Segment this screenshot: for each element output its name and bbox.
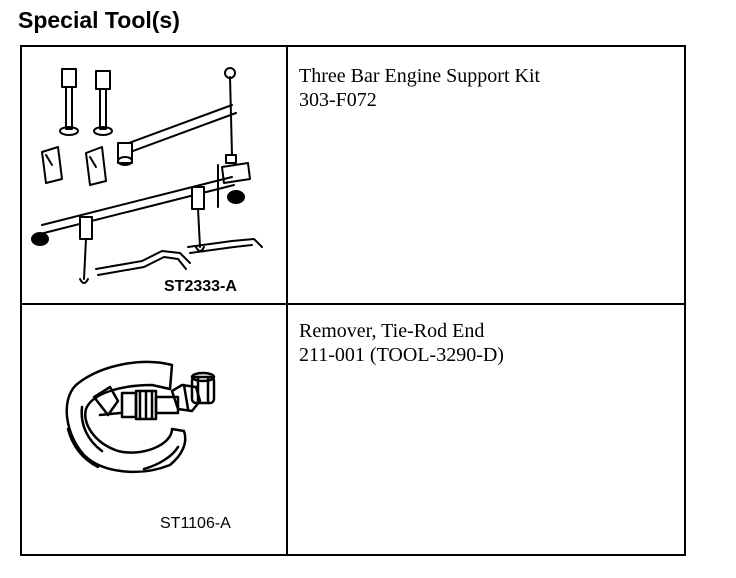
tool-number: 211-001 (TOOL-3290-D) bbox=[299, 344, 504, 366]
illustration-code: ST2333-A bbox=[164, 278, 237, 295]
tool-illustration-cell: ST1106-A bbox=[22, 305, 286, 554]
tool-name: Three Bar Engine Support Kit bbox=[299, 65, 541, 87]
engine-support-kit-drawing bbox=[31, 67, 263, 284]
row-divider bbox=[22, 303, 684, 305]
illustration-code: ST1106-A bbox=[160, 515, 231, 532]
tie-rod-end-remover-drawing bbox=[65, 360, 216, 474]
tool-number: 303-F072 bbox=[299, 89, 377, 111]
tool-name: Remover, Tie-Rod End bbox=[299, 320, 485, 342]
section-heading: Special Tool(s) bbox=[18, 7, 180, 33]
special-tools-table: ST2333-A Three Bar Engine Support Kit 30… bbox=[20, 45, 686, 556]
tool-description-cell: Remover, Tie-Rod End 211-001 (TOOL-3290-… bbox=[288, 319, 684, 367]
column-divider bbox=[286, 47, 288, 554]
tool-illustration-cell: ST2333-A bbox=[22, 47, 286, 303]
tool-description-cell: Three Bar Engine Support Kit 303-F072 bbox=[288, 64, 684, 112]
